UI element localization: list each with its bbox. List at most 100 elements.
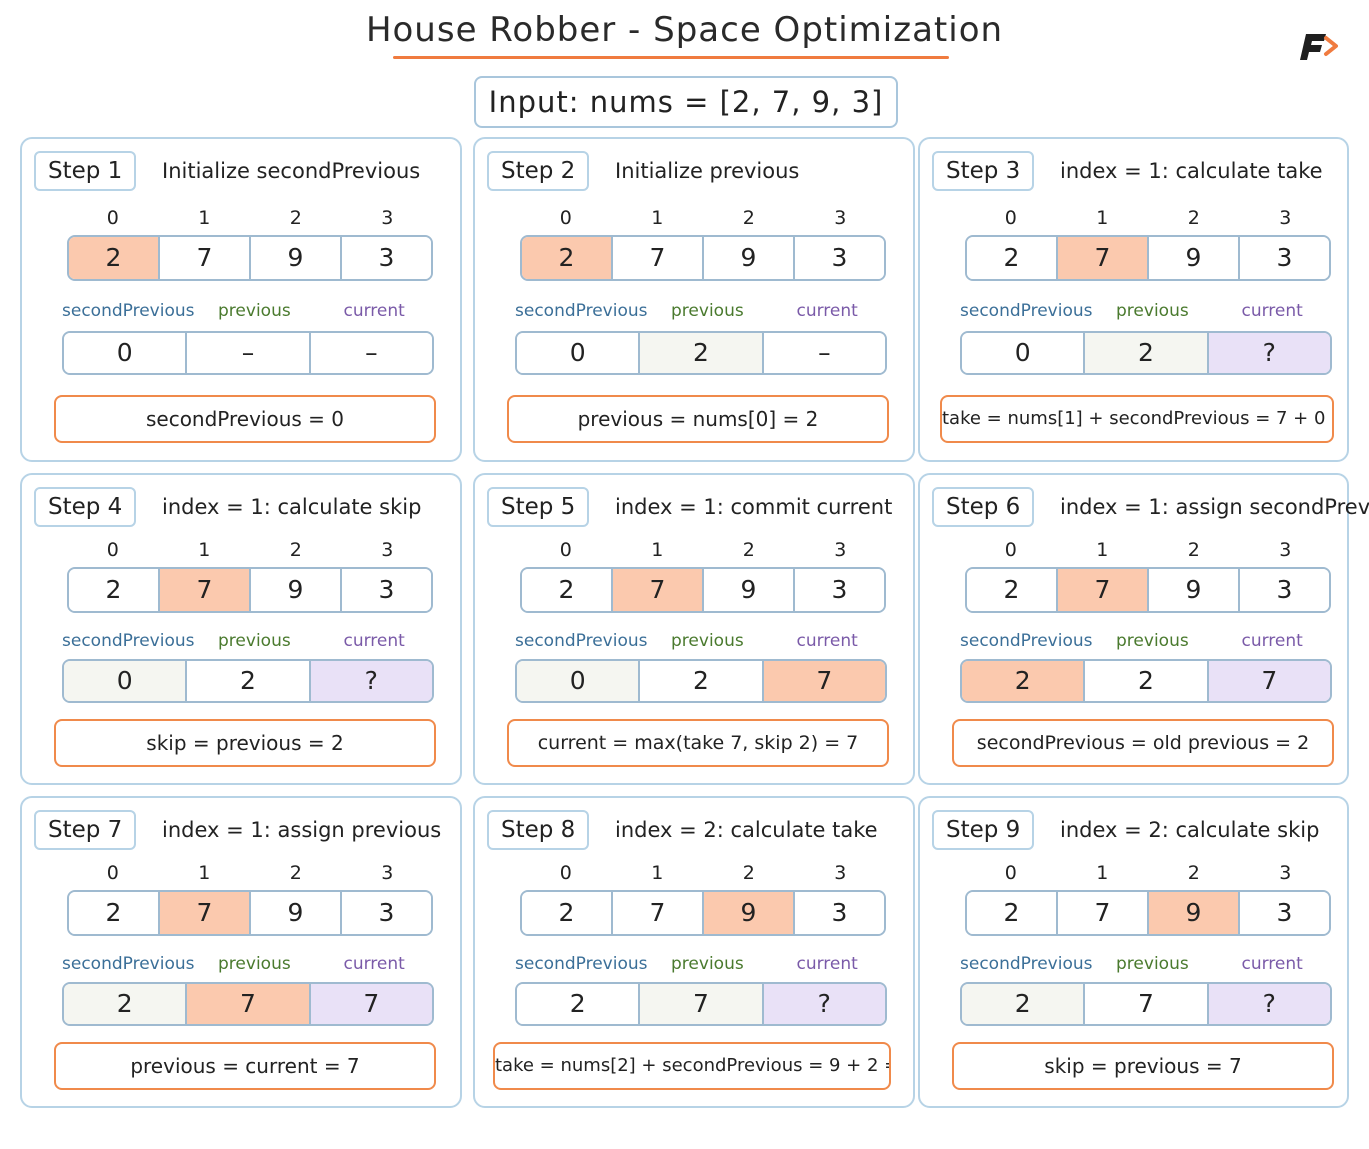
value-second-previous: 2 (517, 984, 641, 1024)
label-current: current (1241, 631, 1303, 651)
label-previous: previous (671, 631, 744, 651)
array-cell: 2 (967, 892, 1058, 934)
array-index: 1 (198, 539, 211, 561)
array-cell: 7 (1058, 237, 1149, 279)
variable-labels: secondPrevious previous current (960, 301, 1332, 325)
value-current: ? (763, 984, 885, 1024)
step-badge: Step 3 (932, 151, 1035, 191)
value-second-previous: 2 (64, 984, 188, 1024)
formula-box: secondPrevious = 0 (54, 395, 436, 443)
array-cell: 2 (69, 892, 160, 934)
array-index: 3 (834, 539, 847, 561)
value-previous: – (187, 333, 311, 373)
array-cell: 9 (251, 569, 342, 611)
array-index: 1 (1096, 207, 1109, 229)
label-second-previous: secondPrevious (62, 631, 195, 651)
formula-box: take = nums[2] + secondPrevious = 9 + 2 … (493, 1042, 891, 1090)
label-current: current (343, 301, 405, 321)
array-index: 2 (742, 207, 755, 229)
variable-labels: secondPrevious previous current (515, 954, 887, 978)
step-badge: Step 9 (932, 810, 1035, 850)
array-index: 2 (289, 862, 302, 884)
value-second-previous: 2 (962, 984, 1086, 1024)
array-index: 0 (106, 862, 119, 884)
step-description: Initialize secondPrevious (162, 159, 421, 183)
array-cell: 3 (1240, 237, 1329, 279)
array-index: 2 (289, 539, 302, 561)
value-second-previous: 0 (64, 661, 188, 701)
array-cell: 9 (704, 892, 795, 934)
value-current: ? (1208, 984, 1330, 1024)
array-cell: 3 (342, 892, 431, 934)
value-second-previous: 0 (517, 333, 641, 373)
step-description: index = 2: calculate skip (1060, 818, 1320, 842)
array-cell: 2 (69, 237, 160, 279)
array-cell: 7 (613, 892, 704, 934)
label-previous: previous (218, 301, 291, 321)
array-index: 1 (1096, 539, 1109, 561)
array-cell: 7 (1058, 892, 1149, 934)
step-badge: Step 7 (34, 810, 137, 850)
array-cell: 7 (613, 237, 704, 279)
variable-labels: secondPrevious previous current (960, 631, 1332, 655)
value-previous: 7 (1085, 984, 1209, 1024)
array-index: 1 (1096, 862, 1109, 884)
array-index: 1 (198, 207, 211, 229)
step-description: index = 1: assign previous (162, 818, 442, 842)
value-current: 7 (310, 984, 432, 1024)
array-index: 3 (381, 539, 394, 561)
array-index: 0 (1004, 862, 1017, 884)
array-cell: 7 (1058, 569, 1149, 611)
array-index: 3 (1279, 207, 1292, 229)
label-current: current (796, 954, 858, 974)
array-index: 3 (1279, 862, 1292, 884)
array-index: 3 (1279, 539, 1292, 561)
step-description: index = 1: calculate skip (162, 495, 422, 519)
array-index: 3 (381, 862, 394, 884)
array-index: 0 (559, 207, 572, 229)
array-index: 2 (1187, 539, 1200, 561)
value-second-previous: 0 (517, 661, 641, 701)
array-index: 2 (742, 862, 755, 884)
array-cell: 2 (522, 569, 613, 611)
value-current: ? (1208, 333, 1330, 373)
array-cell: 3 (1240, 569, 1329, 611)
array-cell: 3 (342, 237, 431, 279)
value-second-previous: 0 (64, 333, 188, 373)
array-index: 3 (834, 862, 847, 884)
value-second-previous: 2 (962, 661, 1086, 701)
step-badge: Step 6 (932, 487, 1035, 527)
label-second-previous: secondPrevious (960, 301, 1093, 321)
value-previous: 2 (187, 661, 311, 701)
label-previous: previous (1116, 631, 1189, 651)
array-cell: 2 (967, 237, 1058, 279)
label-second-previous: secondPrevious (515, 301, 648, 321)
array-cell: 3 (1240, 892, 1329, 934)
label-previous: previous (1116, 301, 1189, 321)
array-cell: 3 (795, 892, 884, 934)
array-index: 3 (381, 207, 394, 229)
title-underline (393, 56, 949, 59)
array-index: 2 (1187, 862, 1200, 884)
array-cell: 9 (1149, 237, 1240, 279)
value-current: 7 (763, 661, 885, 701)
array-cell: 2 (522, 892, 613, 934)
label-previous: previous (218, 631, 291, 651)
